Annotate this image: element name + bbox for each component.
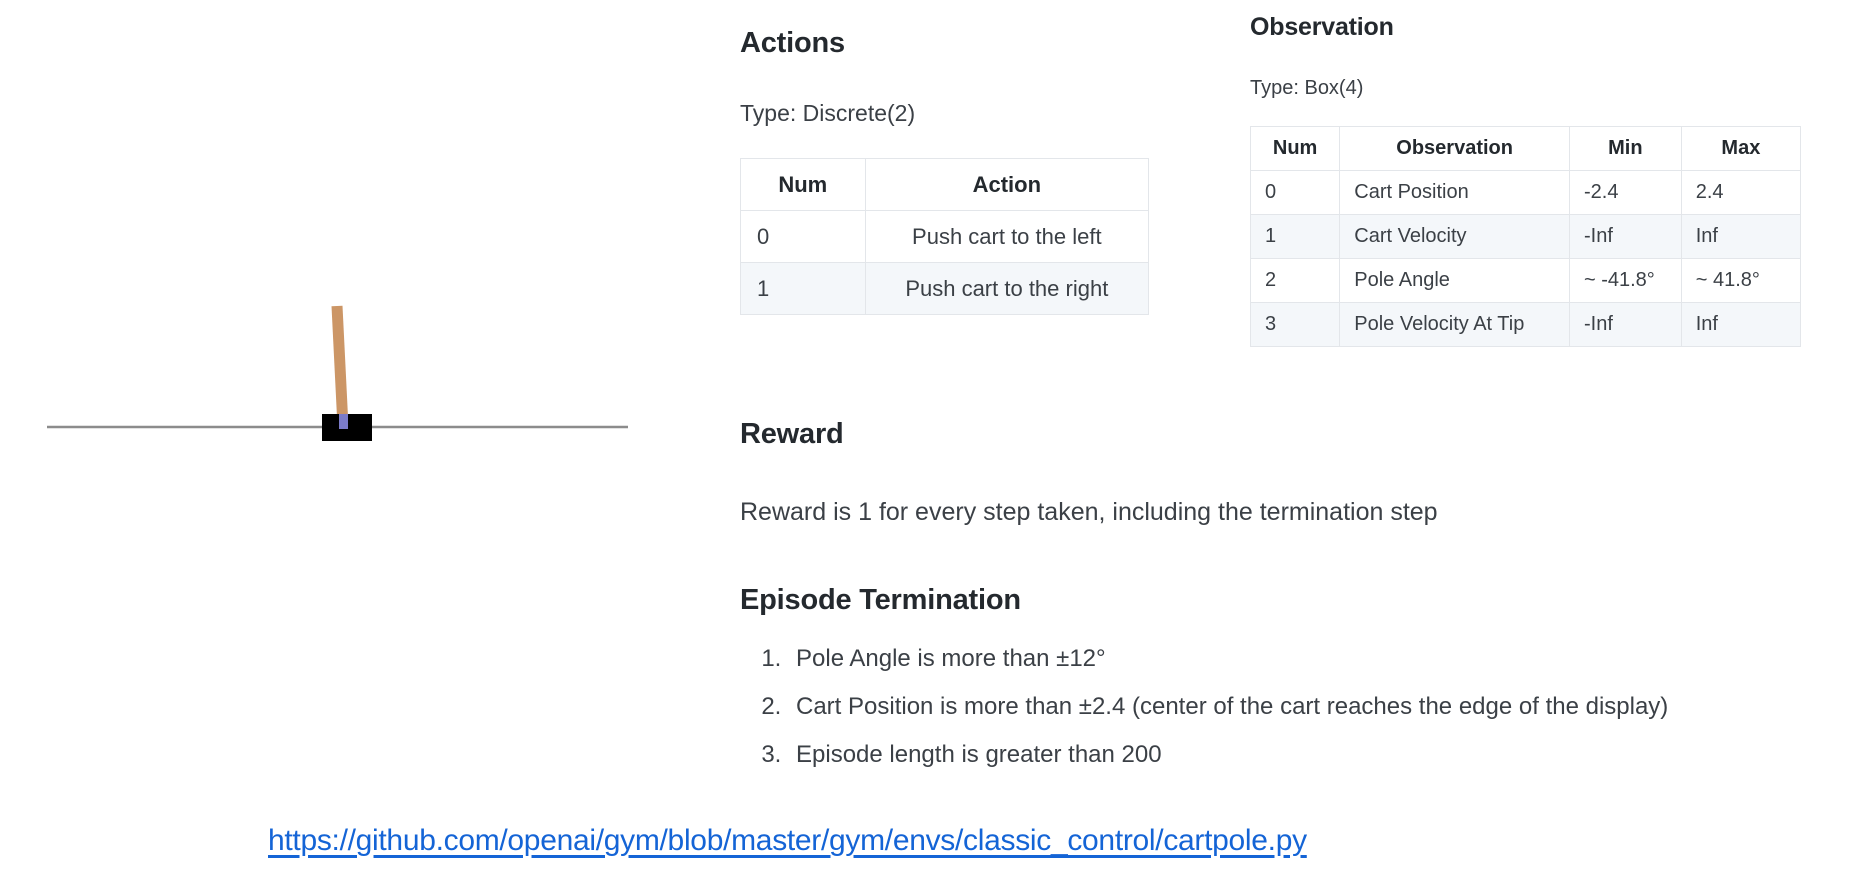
cell-observation: Pole Velocity At Tip <box>1339 302 1570 347</box>
cell-num: 1 <box>1249 214 1341 259</box>
cell-min: ~ -41.8° <box>1568 258 1682 303</box>
table-row: 1 Push cart to the right <box>740 262 1150 315</box>
list-item: Pole Angle is more than ±12° <box>788 645 1668 673</box>
column-header-num: Num <box>740 158 866 211</box>
cell-min: -Inf <box>1568 214 1682 259</box>
list-item: Cart Position is more than ±2.4 (center … <box>788 693 1668 721</box>
actions-table: Num Action 0 Push cart to the left 1 Pus… <box>740 158 1150 315</box>
cell-min: -2.4 <box>1568 170 1682 215</box>
cell-num: 1 <box>740 262 866 315</box>
table-row: 2 Pole Angle ~ -41.8° ~ 41.8° <box>1249 258 1802 303</box>
column-header-min: Min <box>1568 126 1682 171</box>
cell-observation: Cart Velocity <box>1339 214 1570 259</box>
axle <box>339 414 348 429</box>
list-item: Episode length is greater than 200 <box>788 741 1668 769</box>
table-row: 1 Cart Velocity -Inf Inf <box>1249 214 1802 259</box>
table-header-row: Num Observation Min Max <box>1249 126 1802 171</box>
cell-num: 0 <box>740 210 866 263</box>
column-header-num: Num <box>1249 126 1341 171</box>
column-header-action: Action <box>864 158 1150 211</box>
observation-type-label: Type: Box(4) <box>1250 77 1364 99</box>
cell-action: Push cart to the right <box>864 262 1150 315</box>
column-header-max: Max <box>1680 126 1802 171</box>
column-header-observation: Observation <box>1339 126 1570 171</box>
actions-heading: Actions <box>740 27 845 59</box>
observation-heading: Observation <box>1250 13 1394 41</box>
cell-max: 2.4 <box>1680 170 1802 215</box>
reward-description: Reward is 1 for every step taken, includ… <box>740 498 1438 526</box>
table-header-row: Num Action <box>740 158 1150 211</box>
pole <box>331 305 349 428</box>
table-row: 0 Push cart to the left <box>740 210 1150 263</box>
cell-action: Push cart to the left <box>864 210 1150 263</box>
table-row: 3 Pole Velocity At Tip -Inf Inf <box>1249 302 1802 347</box>
episode-termination-heading: Episode Termination <box>740 584 1021 616</box>
reward-heading: Reward <box>740 418 844 450</box>
cell-min: -Inf <box>1568 302 1682 347</box>
cell-max: Inf <box>1680 214 1802 259</box>
episode-termination-list: Pole Angle is more than ±12° Cart Positi… <box>740 645 1668 789</box>
cartpole-svg <box>47 305 628 441</box>
cell-num: 2 <box>1249 258 1341 303</box>
cell-max: Inf <box>1680 302 1802 347</box>
cell-num: 0 <box>1249 170 1341 215</box>
cartpole-illustration <box>0 0 720 889</box>
cell-observation: Cart Position <box>1339 170 1570 215</box>
observation-table: Num Observation Min Max 0 Cart Position … <box>1249 126 1802 347</box>
actions-type-label: Type: Discrete(2) <box>740 100 916 126</box>
source-code-link[interactable]: https://github.com/openai/gym/blob/maste… <box>268 824 1307 857</box>
cell-max: ~ 41.8° <box>1680 258 1802 303</box>
table-row: 0 Cart Position -2.4 2.4 <box>1249 170 1802 215</box>
cell-num: 3 <box>1249 302 1341 347</box>
cell-observation: Pole Angle <box>1339 258 1570 303</box>
